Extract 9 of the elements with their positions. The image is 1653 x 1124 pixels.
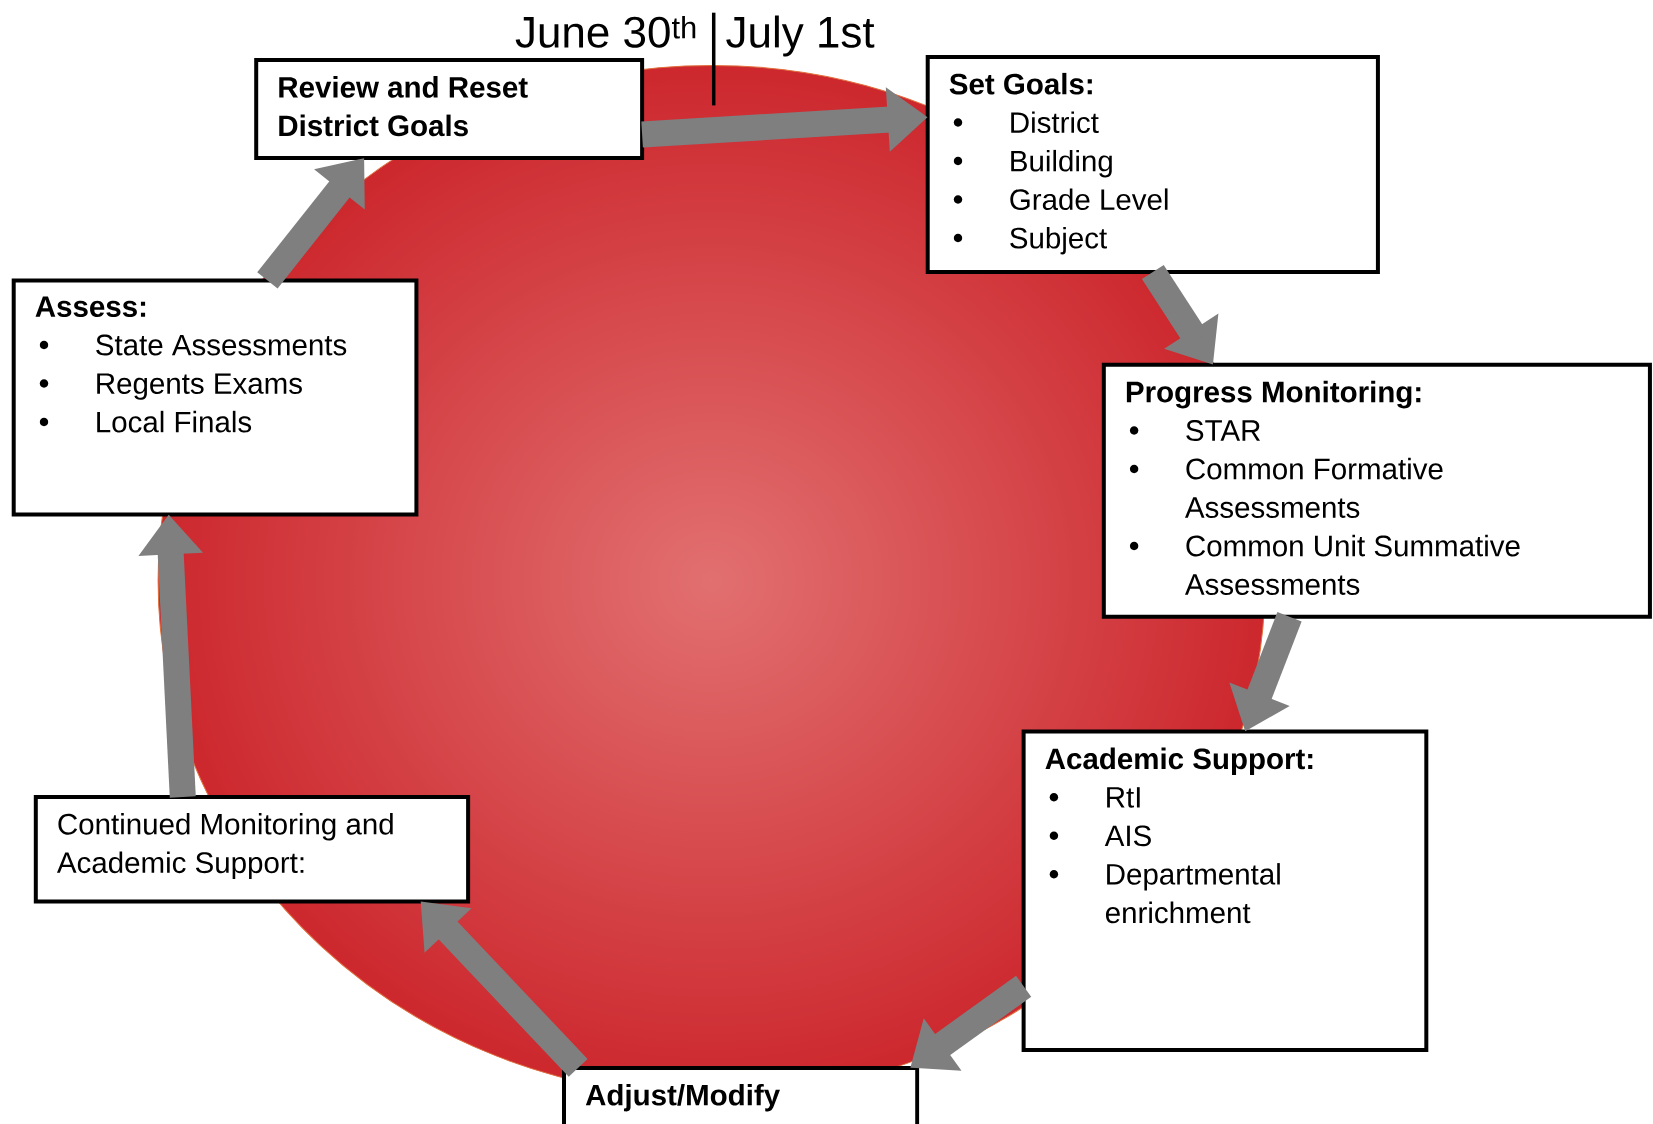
- process-box: Adjust/Modify: [562, 1065, 920, 1124]
- process-box: Continued Monitoring and Academic Support:: [33, 795, 471, 904]
- process-box: Assess: State Assessments Regents Exams Local Finals: [11, 278, 419, 517]
- process-box: Progress Monitoring: STAR Common Formative Assessments Common Unit Summative Assessments: [1101, 362, 1652, 619]
- process-box: Set Goals: District Building Grade Level Subject: [925, 54, 1380, 274]
- date-label: June 30$^{th}$: [515, 16, 696, 48]
- process-box: Academic Support: RtI AIS Departmental enrichment: [1021, 729, 1429, 1052]
- process-box: Review and Reset District Goals: [254, 58, 645, 161]
- date-label: July 1st: [726, 15, 875, 57]
